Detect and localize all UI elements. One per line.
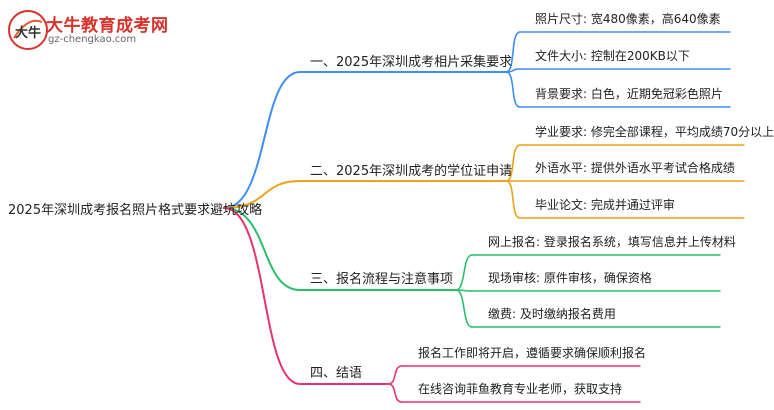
connector-branch-1-leaf-3 <box>505 71 521 108</box>
connector-root-branch-1 <box>223 71 301 209</box>
connector-branch-3-leaf-1 <box>455 254 473 291</box>
connector-root-branch-3 <box>223 207 301 291</box>
logo-mark-text: 大牛 <box>15 25 41 41</box>
connector-root-branch-4 <box>223 207 301 385</box>
leaf-4-1: 报名工作即将开启，遵循要求确保顺利报名 <box>418 346 647 360</box>
logo-url: gz-chengkao.com <box>48 34 137 45</box>
leaf-3-3: 缴费: 及时缴纳报名费用 <box>488 307 616 321</box>
leaf-1-2: 文件大小: 控制在200KB以下 <box>535 49 690 63</box>
leaf-2-2: 外语水平: 提供外语水平考试合格成绩 <box>535 161 735 175</box>
branch-2-label: 二、2025年深圳成考的学位证申请 <box>310 164 513 179</box>
logo-mark-icon: 大牛 <box>8 10 48 50</box>
leaf-3-2: 现场审核: 原件审核，确保资格 <box>488 271 652 285</box>
connector-branch-4-leaf-1 <box>387 365 403 385</box>
connector-root-branch-2 <box>223 180 301 209</box>
branch-3-label: 三、报名流程与注意事项 <box>310 272 454 287</box>
connector-branch-2-leaf-3 <box>505 180 521 219</box>
leaf-1-1: 照片尺寸: 宽480像素，高640像素 <box>535 12 721 26</box>
root-node: 2025年深圳成考报名照片格式要求避坑攻略 <box>8 203 263 218</box>
logo: 大牛 大牛教育成考网 gz-chengkao.com <box>6 8 176 52</box>
connector-branch-4-leaf-2 <box>387 383 403 403</box>
connector-branch-3-leaf-3 <box>455 289 473 328</box>
leaf-2-3: 毕业论文: 完成并通过评审 <box>535 198 675 212</box>
logo-name: 大牛教育成考网 <box>46 16 169 36</box>
leaf-2-1: 学业要求: 修完全部课程，平均成绩70分以上 <box>535 125 774 139</box>
branch-1-label: 一、2025年深圳成考相片采集要求 <box>310 55 513 70</box>
mindmap-connectors <box>223 31 745 403</box>
connector-branch-2-leaf-1 <box>505 144 521 182</box>
leaf-1-3: 背景要求: 白色，近期免冠彩色照片 <box>535 87 723 101</box>
branch-4-label: 四、结语 <box>310 366 363 381</box>
leaf-3-1: 网上报名: 登录报名系统，填写信息并上传材料 <box>488 235 736 249</box>
leaf-4-2: 在线咨询菲鱼教育专业老师，获取支持 <box>418 382 623 396</box>
connector-branch-1-leaf-1 <box>505 31 521 73</box>
